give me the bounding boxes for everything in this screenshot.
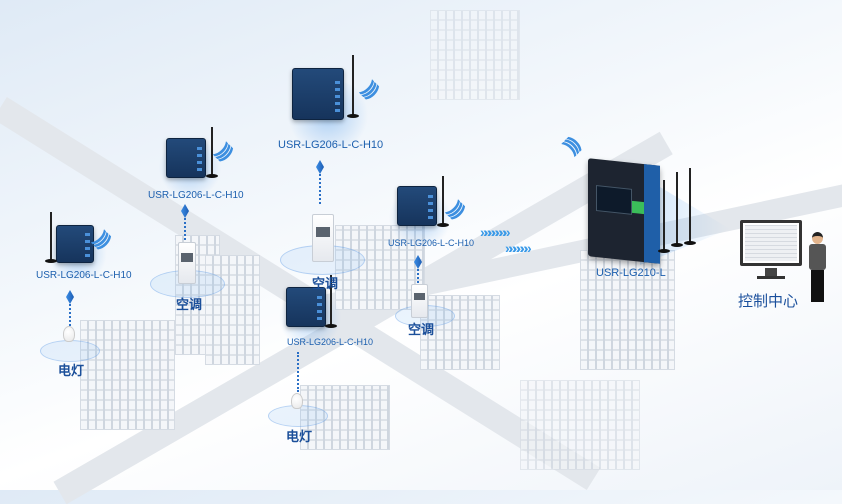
link-line [319,174,321,204]
endpoint-label-ac2: 空调 [312,276,339,291]
link-line [417,269,419,283]
operator-person-icon [808,232,826,302]
link-diamond-icon [414,255,422,269]
node-label-d: USR-LG206-L-C-H10 [388,238,475,248]
node-label-a: USR-LG206-L-C-H10 [278,139,384,151]
endpoint-label-ac3: 空调 [408,322,435,337]
light-bulb-icon [63,326,75,342]
link-diamond-icon [181,204,189,218]
control-center-label: 控制中心 [738,293,799,310]
wifi-signal-icon: ))) [358,77,382,101]
link-diamond-icon [316,160,324,174]
endpoint-label-ac1: 空调 [176,297,203,312]
antenna-icon [671,172,683,247]
monitor-icon [740,220,802,266]
lg206-device-e [286,287,326,327]
air-conditioner-icon [411,284,428,318]
wifi-signal-icon: ))) [559,134,583,158]
node-label-c: USR-LG206-L-C-H10 [36,270,132,281]
antenna-icon [658,180,670,253]
endpoint-label-lamp1: 电灯 [58,363,85,378]
antenna-icon [684,168,696,245]
data-flow-arrows-icon: »»»»»»» [480,224,510,240]
node-label-e: USR-LG206-L-C-H10 [287,337,374,347]
antenna-icon [325,275,337,328]
lg206-device-b [166,138,206,178]
lg206-device-d [397,186,437,226]
link-line [297,352,299,392]
endpoint-label-lamp2: 电灯 [286,429,313,444]
antenna-icon [347,55,359,118]
link-line [69,304,71,326]
air-conditioner-icon [178,242,196,284]
link-line [184,218,186,240]
lg206-device-c [56,225,94,263]
lg206-device-a [292,68,344,120]
air-conditioner-icon [312,214,334,262]
link-diamond-icon [66,290,74,304]
gateway-label: USR-LG210-L [596,267,666,279]
node-label-b: USR-LG206-L-C-H10 [148,190,244,201]
light-bulb-icon [291,393,303,409]
antenna-icon [437,176,449,227]
data-flow-arrows-icon: »»»»»» [505,240,532,256]
antenna-icon [45,212,57,263]
antenna-icon [206,127,218,178]
lg210-gateway-device [588,158,660,264]
